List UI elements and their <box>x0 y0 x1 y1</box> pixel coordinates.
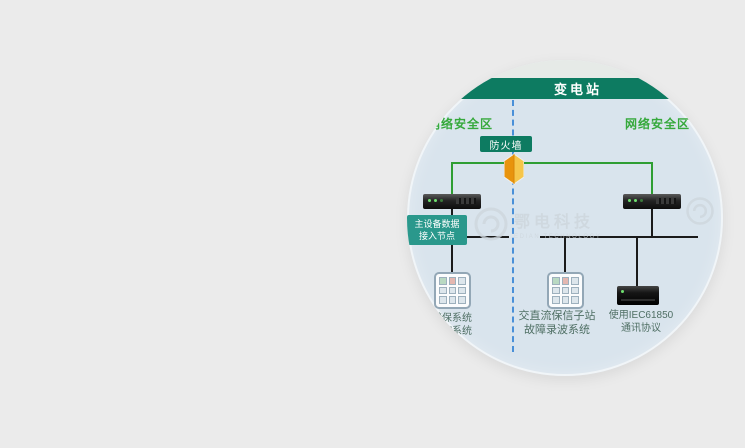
protection-device-icon-left <box>434 272 471 309</box>
magnifier-circle: 变电站 网络安全区 网络安全区 防火墙 主设备数据 接入节点 <box>407 60 723 376</box>
substation-banner: 变电站 <box>407 78 723 99</box>
system-label-left-line1: 继保系统 <box>432 313 472 324</box>
system-label-middle-line1: 交直流保信子站 <box>518 310 596 322</box>
system-label-left: 继保系统 测控系统 <box>407 312 512 338</box>
system-label-right-line1: 使用IEC61850 <box>608 310 674 321</box>
access-node-label: 主设备数据 接入节点 <box>407 215 467 245</box>
zone-label-left: 网络安全区 <box>428 117 494 131</box>
circle-top-cap <box>407 60 723 78</box>
zone-label-right: 网络安全区 <box>625 117 691 131</box>
firewall-label: 防火墙 <box>480 136 532 152</box>
substation-banner-label: 变电站 <box>553 82 602 97</box>
system-label-left-line2: 测控系统 <box>432 326 472 337</box>
fault-recorder-icon <box>617 286 659 305</box>
green-link-horizontal <box>452 162 653 164</box>
green-link-drop-right <box>651 162 653 195</box>
access-node-line2: 接入节点 <box>418 231 455 241</box>
green-link-drop-left <box>451 162 453 195</box>
system-label-middle-line2: 故障录波系统 <box>524 324 590 336</box>
system-label-right: 使用IEC61850 通讯协议 <box>581 309 701 335</box>
system-label-right-line2: 通讯协议 <box>621 323 661 334</box>
black-link-drop-right-switch <box>651 209 653 237</box>
watermark-cn-text: 鄂电科技 <box>514 214 595 231</box>
network-switch-icon-left <box>423 194 481 209</box>
watermark-logo-icon-fragment <box>686 197 714 225</box>
black-bus-right <box>540 236 698 238</box>
black-link-drop-mid-device <box>564 236 566 273</box>
system-label-middle: 交直流保信子站 故障录波系统 <box>497 309 617 337</box>
access-node-line1: 主设备数据 <box>414 219 460 229</box>
network-switch-icon-right <box>623 194 681 209</box>
firewall-icon <box>504 153 524 185</box>
zone-divider-dashed-line <box>512 100 514 352</box>
black-link-drop-recorder <box>636 236 638 286</box>
protection-device-icon-middle <box>547 272 584 309</box>
